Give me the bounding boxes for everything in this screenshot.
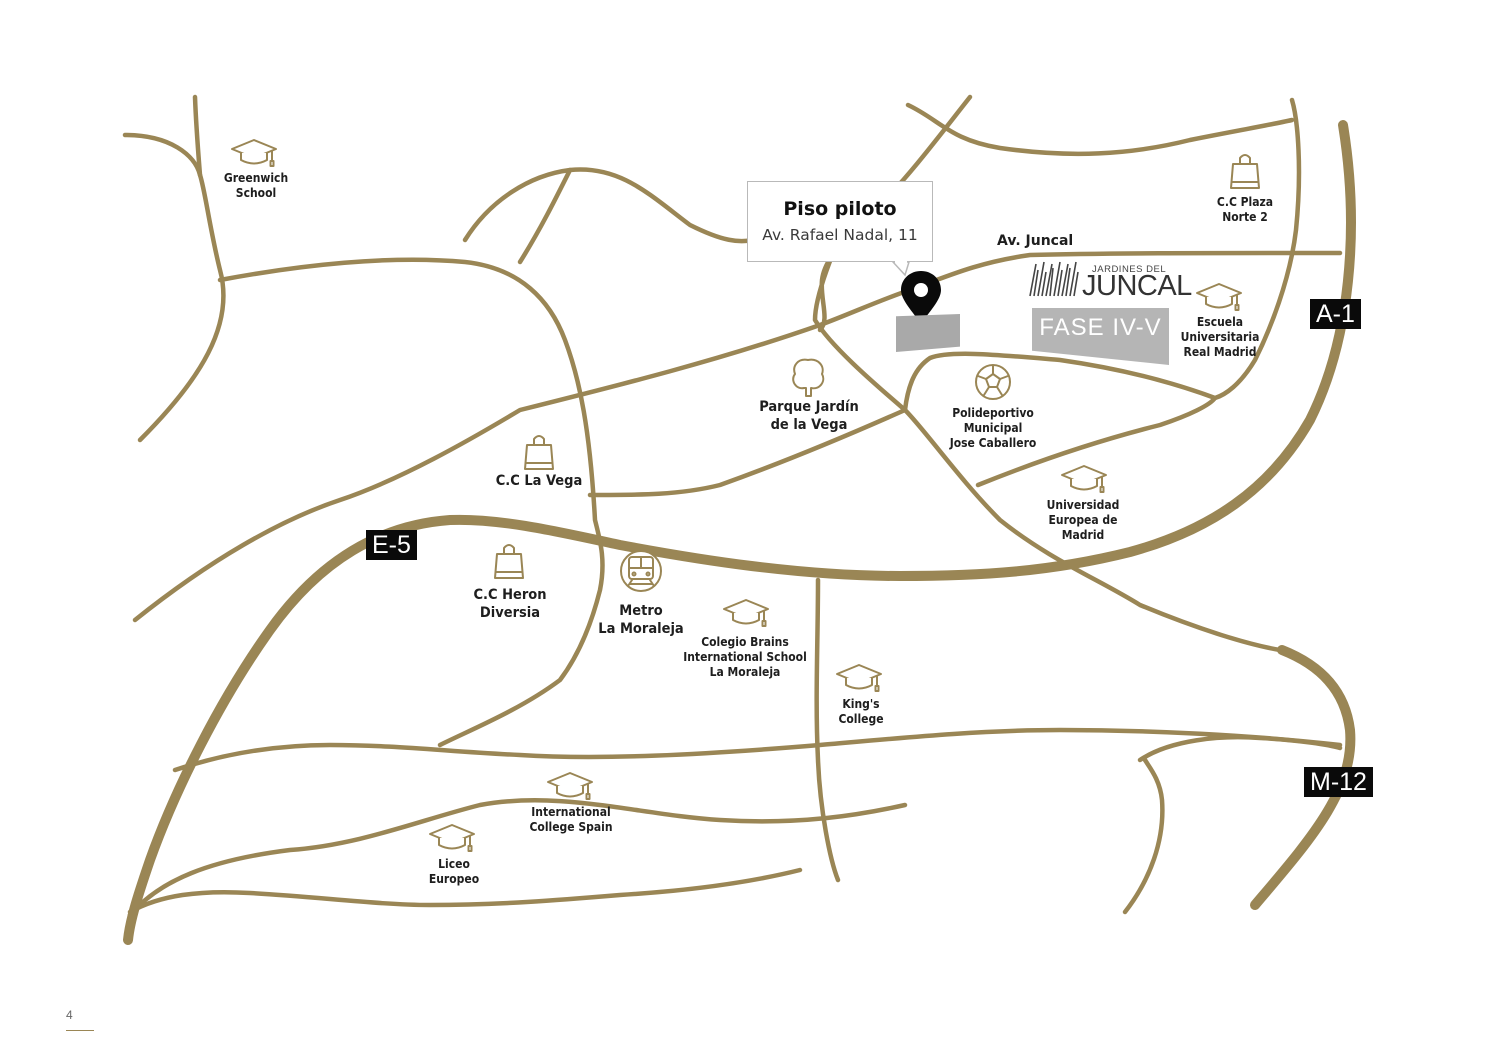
poi-label-line: Jose Caballero [949, 436, 1037, 450]
poi-label-line: Madrid [1061, 528, 1105, 542]
poi-label-line: Europeo [428, 872, 480, 886]
poi-metro-la-moraleja[interactable]: Metro La Moraleja [598, 602, 683, 638]
piso-piloto-callout[interactable]: Piso piloto Av. Rafael Nadal, 11 [747, 181, 933, 262]
highway-badge-e5: E-5 [366, 530, 417, 560]
greenwich-icon-group [231, 139, 277, 167]
bag-vega-group [524, 435, 554, 470]
highway-badge-a1: A-1 [1310, 299, 1361, 329]
train-icon [620, 550, 662, 592]
poi-colegio-brains[interactable]: Colegio Brains International School La M… [683, 635, 807, 680]
logo-small-text: JARDINES DEL [1092, 264, 1167, 275]
poi-label-line: C.C Plaza [1216, 195, 1274, 209]
poi-label-line: C.C Heron [473, 587, 547, 603]
poi-greenwich-school[interactable]: Greenwich School [224, 171, 288, 201]
poi-label-line: Colegio Brains [701, 635, 789, 649]
poi-label-line: C.C La Vega [495, 473, 583, 489]
poi-label-line: Universitaria [1180, 330, 1260, 344]
poi-cc-heron-diversia[interactable]: C.C Heron Diversia [473, 586, 546, 622]
poi-parque-jardin[interactable]: Parque Jardín de la Vega [759, 398, 859, 434]
bag-heron-group [494, 544, 524, 579]
poi-label-line: International [531, 805, 611, 819]
callout-address: Av. Rafael Nadal, 11 [762, 226, 918, 244]
poi-label-line: College Spain [529, 820, 613, 834]
poi-escuela-real-madrid[interactable]: Escuela Universitaria Real Madrid [1181, 315, 1260, 360]
poi-label-line: de la Vega [770, 417, 848, 433]
logo-big-text: JUNCAL [1082, 270, 1192, 302]
page-number-rule [66, 1030, 94, 1031]
poi-kings-college[interactable]: King's College [838, 697, 883, 727]
street-label-av-juncal: Av. Juncal [997, 233, 1074, 249]
highway-badge-m12: M-12 [1304, 767, 1373, 797]
kings-icon-group [836, 664, 882, 692]
poi-label-line: Metro [619, 603, 663, 619]
tree-icon [792, 358, 825, 397]
football-icon [975, 364, 1011, 400]
poi-label-line: Greenwich [223, 171, 289, 185]
poi-label-line: Real Madrid [1183, 345, 1257, 359]
escuela-icon-group [1196, 283, 1242, 311]
poi-label-line: Liceo [438, 857, 470, 871]
callout-title: Piso piloto [783, 198, 897, 220]
local-roads [122, 94, 1343, 918]
poi-universidad-europea[interactable]: Universidad Europea de Madrid [1047, 498, 1120, 543]
poi-polideportivo[interactable]: Polideportivo Municipal Jose Caballero [950, 406, 1037, 451]
poi-label-line: Escuela [1196, 315, 1244, 329]
poi-label-line: College [838, 712, 884, 726]
poi-label-line: School [235, 186, 277, 200]
poi-label-line: Polideportivo [952, 406, 1034, 420]
poi-label-line: Europea de [1048, 513, 1118, 527]
poi-label-line: King's [842, 697, 880, 711]
poi-cc-plaza-norte[interactable]: C.C Plaza Norte 2 [1217, 195, 1273, 225]
callout-pointer-cover [895, 259, 907, 263]
poi-label-line: Parque Jardín [759, 399, 859, 415]
highways [123, 120, 1356, 945]
colegio-brains-icon-group [723, 599, 769, 627]
poi-label-line: La Moraleja [709, 665, 781, 679]
poi-label-line: Diversia [479, 605, 541, 621]
poi-label-line: La Moraleja [598, 621, 684, 637]
liceo-icon-group [429, 824, 475, 852]
page-number: 4 [66, 1008, 73, 1022]
poi-label-line: Universidad [1046, 498, 1120, 512]
poi-liceo-europeo[interactable]: Liceo Europeo [429, 857, 479, 887]
plot-marker[interactable] [896, 314, 960, 352]
poi-cc-la-vega[interactable]: C.C La Vega [496, 472, 583, 490]
poi-label-line: Norte 2 [1222, 210, 1268, 224]
international-icon-group [547, 772, 593, 800]
location-pin-icon[interactable] [901, 271, 941, 324]
universidad-icon-group [1061, 465, 1107, 493]
bag-plaza-group [1230, 154, 1260, 189]
poi-label-line: Municipal [963, 421, 1023, 435]
juncal-logo-mark [1029, 261, 1079, 297]
poi-international-college[interactable]: International College Spain [529, 805, 612, 835]
callout-pointer [891, 261, 911, 277]
poi-label-line: International School [683, 650, 807, 664]
